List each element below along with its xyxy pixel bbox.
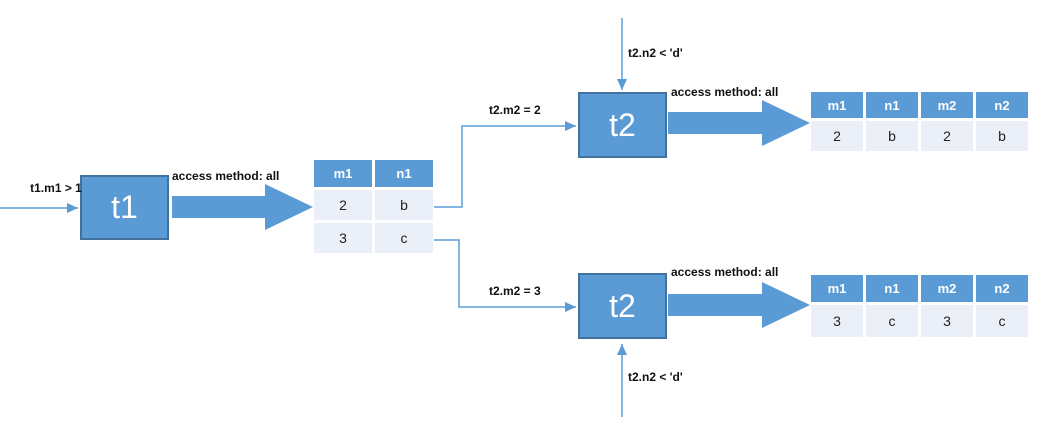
t1-output-arrow bbox=[172, 184, 313, 230]
column-header: m2 bbox=[921, 275, 973, 302]
table-cell: c bbox=[866, 305, 918, 337]
table-cell: b bbox=[976, 121, 1028, 151]
t1-node-label: t1 bbox=[111, 189, 138, 225]
column-header: m2 bbox=[921, 92, 973, 118]
table-cell: b bbox=[866, 121, 918, 151]
t2-top-node-label: t2 bbox=[609, 106, 636, 143]
t1-node: t1 bbox=[80, 175, 169, 240]
t2-bottom-filter-label: t2.n2 < 'd' bbox=[628, 370, 683, 384]
t2-bottom-node-label: t2 bbox=[609, 287, 636, 324]
column-header: n1 bbox=[375, 160, 433, 187]
t2-bottom-access-method-label: access method: all bbox=[671, 265, 779, 279]
t1-access-method-label: access method: all bbox=[172, 169, 280, 183]
table-cell: 3 bbox=[921, 305, 973, 337]
column-header: m1 bbox=[811, 92, 863, 118]
column-header: n1 bbox=[866, 92, 918, 118]
table-cell: c bbox=[976, 305, 1028, 337]
connector-top-arrow bbox=[434, 121, 576, 208]
t2-top-access-method-label: access method: all bbox=[671, 85, 779, 99]
t2-top-output-arrow bbox=[668, 100, 810, 146]
table-cell: 3 bbox=[811, 305, 863, 337]
column-header: m1 bbox=[811, 275, 863, 302]
connector-bottom-arrow bbox=[434, 239, 576, 312]
column-header: n2 bbox=[976, 92, 1028, 118]
table-cell: c bbox=[375, 223, 433, 253]
t2-top-node: t2 bbox=[578, 92, 667, 158]
table-cell: 3 bbox=[314, 223, 372, 253]
column-header: n1 bbox=[866, 275, 918, 302]
table-cell: 2 bbox=[314, 190, 372, 220]
t1-filter-label: t1.m1 > 1 bbox=[30, 181, 82, 195]
column-header: m1 bbox=[314, 160, 372, 187]
t2-bottom-output-arrow bbox=[668, 282, 810, 328]
t2-bottom-join-condition-label: t2.m2 = 3 bbox=[489, 284, 541, 298]
t2-bottom-node: t2 bbox=[578, 273, 667, 339]
t1-result-table: m1 n1 2 b 3 c bbox=[314, 160, 433, 253]
table-cell: b bbox=[375, 190, 433, 220]
table-cell: 2 bbox=[811, 121, 863, 151]
t2-top-result-table: m1 n1 m2 n2 2 b 2 b bbox=[811, 92, 1028, 151]
table-cell: 2 bbox=[921, 121, 973, 151]
t2-bottom-result-table: m1 n1 m2 n2 3 c 3 c bbox=[811, 275, 1028, 337]
t2-top-join-condition-label: t2.m2 = 2 bbox=[489, 103, 541, 117]
t2-top-filter-label: t2.n2 < 'd' bbox=[628, 46, 683, 60]
column-header: n2 bbox=[976, 275, 1028, 302]
